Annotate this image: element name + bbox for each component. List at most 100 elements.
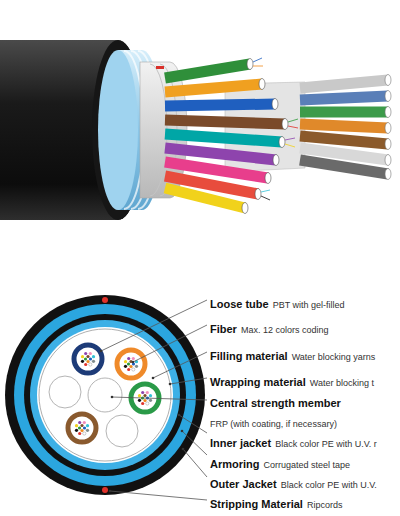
loose-tubes-left — [165, 84, 262, 92]
loose-tube — [68, 414, 96, 442]
part-name: Outer Jacket — [210, 478, 277, 491]
inner-jacket-ring — [24, 314, 186, 476]
leader-lines — [182, 431, 207, 455]
label-row: FiberMax. 12 colors coding — [210, 318, 332, 337]
fiber-strands — [261, 196, 270, 200]
jacket-face — [92, 40, 144, 220]
part-name: Loose tube — [210, 298, 269, 311]
leader-lines — [101, 300, 207, 500]
tape-ring — [30, 320, 180, 470]
leader-lines — [112, 397, 207, 400]
loose-tubes-right — [300, 136, 388, 144]
part-spec: FRP (with coating, if necessary) — [210, 419, 337, 430]
leader-dots — [100, 350, 103, 353]
loose-tubes-right — [300, 107, 388, 118]
tube-ends-right — [385, 155, 391, 166]
part-name: Stripping Material — [210, 498, 303, 511]
label-row: Filling material Water blocking yarns — [210, 345, 379, 364]
loose-tubes-left — [165, 104, 275, 106]
label-row: FRP (with coating, if necessary) — [210, 412, 341, 431]
part-spec: Max. 12 colors coding — [241, 325, 329, 336]
loose-tubes-left — [165, 64, 285, 208]
leader-lines — [101, 300, 207, 351]
loose-tubes-left — [165, 120, 285, 124]
ripcord-3d — [156, 66, 164, 69]
fiber-strands — [285, 144, 295, 147]
outer-jacket-3d — [0, 40, 144, 220]
filler-rod — [49, 376, 81, 408]
label-row: Wrapping materialWater blocking t — [210, 371, 378, 390]
central-strength-member — [88, 378, 122, 412]
filler-rod — [106, 415, 138, 447]
fiber-bundle — [75, 421, 89, 435]
part-spec: Black color PE with U.V. r — [275, 439, 377, 450]
part-name: Filling material — [210, 350, 288, 363]
tube-ends-right — [385, 75, 391, 86]
tube-ends-left — [272, 99, 278, 110]
tube-ends-right — [385, 107, 391, 118]
loose-tubes-left — [165, 148, 276, 160]
label-row: Stripping Material Ripcords — [210, 493, 346, 512]
loose-tubes-right — [300, 160, 388, 174]
leader-dots — [169, 383, 172, 386]
part-spec: Ripcords — [307, 500, 343, 511]
part-spec: PBT with gel-filled — [273, 300, 345, 311]
loose-tubes-right — [300, 124, 388, 128]
leader-lines — [179, 415, 207, 433]
part-spec: Corrugated steel tape — [264, 460, 351, 471]
leader-lines — [170, 378, 207, 384]
leader-lines — [153, 352, 207, 378]
cross-section — [5, 295, 205, 495]
label-row: Loose tube PBT with gel-filled — [210, 293, 349, 312]
wrapping-texture — [150, 64, 167, 196]
part-spec: Black color PE with U.V. — [281, 480, 377, 491]
leader-lines — [133, 325, 207, 362]
loose-tubes-left — [165, 134, 282, 142]
tube-ends-left — [242, 203, 248, 214]
cable-3d — [0, 40, 391, 220]
leader-dots — [111, 396, 114, 399]
loose-tube — [74, 345, 102, 373]
fiber-strands — [285, 138, 295, 140]
ripcord-dot — [102, 487, 108, 493]
fiber-strands — [261, 190, 270, 192]
label-row: Central strength member — [210, 392, 345, 411]
tube-ends-left — [265, 173, 271, 184]
fiber-strands — [253, 58, 298, 200]
part-name: Wrapping material — [210, 376, 306, 389]
outer-jacket-ring — [5, 295, 205, 495]
tube-ends-right — [385, 91, 391, 102]
leader-dots — [178, 414, 181, 417]
label-row: Outer Jacket Black color PE with U.V. — [210, 473, 381, 492]
leader-dots — [100, 350, 185, 493]
tube-ends-right — [385, 169, 391, 180]
tube-ends-left — [259, 79, 265, 90]
tube-ends-left — [273, 155, 279, 166]
tube-ends-right — [385, 123, 391, 134]
armoring-ring — [14, 304, 196, 486]
tube-ends-left — [242, 59, 288, 214]
tube-ends-left — [255, 189, 261, 200]
tube-ends-left — [279, 137, 285, 148]
ripcord-dot — [102, 297, 108, 303]
part-spec: Water blocking yarns — [292, 352, 376, 363]
leader-dots — [152, 377, 155, 380]
part-name: Armoring — [210, 458, 260, 471]
part-name: Inner jacket — [210, 437, 271, 450]
tube-ends-right — [385, 139, 391, 150]
leader-lines — [110, 491, 207, 500]
label-row: Inner jacket Black color PE with U.V. r — [210, 432, 381, 451]
loose-tubes-left — [165, 64, 250, 78]
label-row: Armoring Corrugated steel tape — [210, 453, 354, 472]
fiber-strands — [288, 119, 298, 122]
core-area — [37, 327, 173, 463]
leader-dots — [132, 361, 135, 364]
armor-face — [98, 50, 138, 210]
tube-ends-left — [282, 119, 288, 130]
loose-tubes-right — [300, 96, 388, 100]
fiber-bundle — [124, 357, 138, 371]
tube-ends-left — [247, 59, 253, 70]
